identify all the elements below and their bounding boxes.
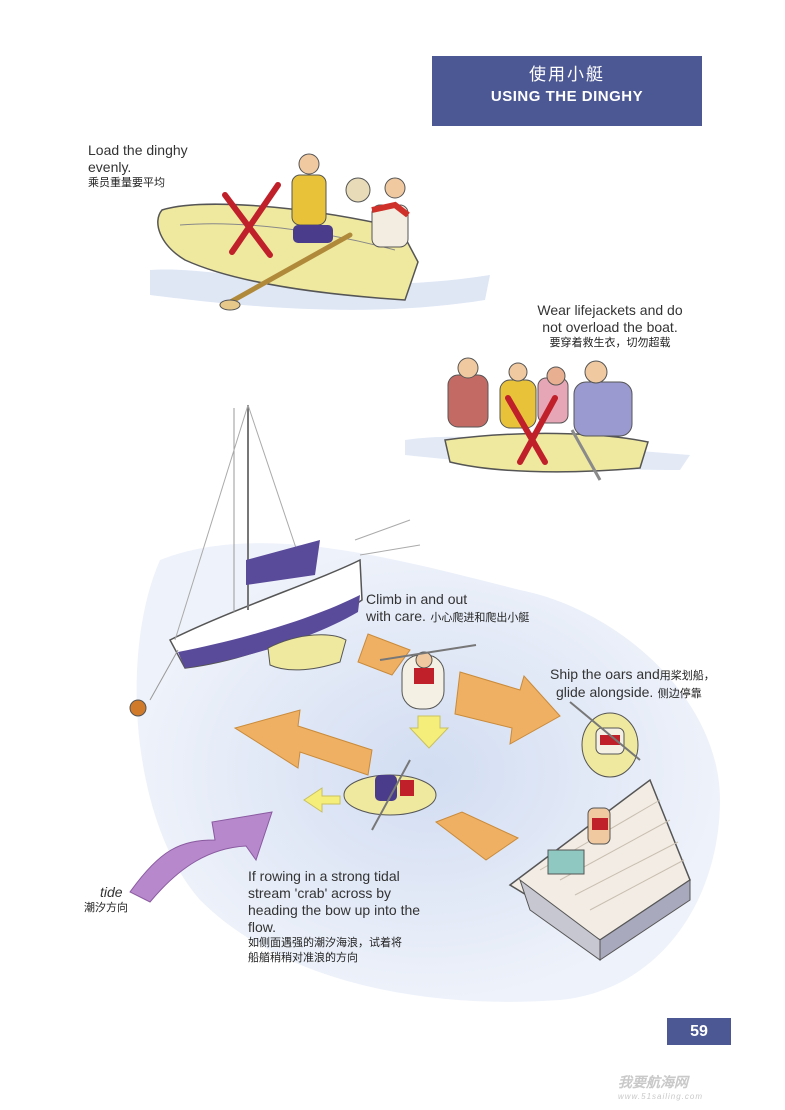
caption-climb: Climb in and out with care. 小心爬进和爬出小艇 xyxy=(366,591,566,626)
mooring-buoy xyxy=(129,699,147,717)
dinghy-hull xyxy=(444,432,649,473)
caption-cn: 乘员重量要平均 xyxy=(88,177,165,189)
red-cross-icon xyxy=(505,395,558,465)
sitter-1 xyxy=(291,174,327,226)
section-header: 使用小艇 USING THE DINGHY xyxy=(432,56,702,126)
caption-cn: 小心爬进和爬出小艇 xyxy=(430,612,530,624)
caption-en-line: Climb in and out xyxy=(366,591,468,607)
header-title-cn: 使用小艇 xyxy=(529,65,605,84)
caption-en-line: heading the bow up into the xyxy=(248,902,421,918)
caption-en-line: glide alongside. xyxy=(556,684,654,700)
page-number: 59 xyxy=(667,1018,731,1045)
caption-cn: 用桨划船， xyxy=(659,670,715,682)
arrow-purple-tide xyxy=(129,811,273,903)
caption-lifejackets: Wear lifejackets and do not overload the… xyxy=(500,302,720,351)
arrow-orange-2 xyxy=(454,671,561,745)
arrow-yellow-left xyxy=(303,787,341,813)
dinghy-hull xyxy=(157,203,419,301)
caption-tide: tide 潮汐方向 xyxy=(84,884,154,916)
caption-cn: 要穿着救生衣，切勿超载 xyxy=(549,337,671,349)
caption-en-line: evenly. xyxy=(88,159,132,175)
caption-cn: 潮汐方向 xyxy=(84,902,128,914)
caption-en-line: Ship the oars and xyxy=(550,666,660,682)
watermark-brand: 我要航海网 xyxy=(618,1074,688,1090)
caption-load-evenly: Load the dinghy evenly. 乘员重量要平均 xyxy=(88,142,228,191)
red-cross-icon xyxy=(222,182,281,258)
arrow-orange-3 xyxy=(233,709,373,776)
caption-en-line: with care. xyxy=(366,608,426,624)
caption-cn: 如侧面遇强的潮汐海浪，试着将 xyxy=(248,937,402,949)
caption-en-line: flow. xyxy=(248,919,277,935)
scene-overloaded xyxy=(405,357,690,481)
header-title-en: USING THE DINGHY xyxy=(490,88,644,105)
caption-en-line: If rowing in a strong tidal xyxy=(248,868,400,884)
caption-en-line: tide xyxy=(100,884,123,900)
scene-load-dinghy xyxy=(150,153,490,311)
arrow-orange-1 xyxy=(357,633,411,676)
caption-cn: 船艏稍稍对准浪的方向 xyxy=(248,952,358,964)
arrow-yellow-down xyxy=(408,715,450,749)
caption-ship-oars: Ship the oars and用桨划船， glide alongside. … xyxy=(550,666,750,702)
caption-cn: 侧边停靠 xyxy=(657,688,702,700)
yacht xyxy=(129,404,421,717)
watermark-url: www.51sailing.com xyxy=(618,1092,704,1101)
caption-en-line: Wear lifejackets and do xyxy=(537,302,683,318)
caption-en-line: stream 'crab' across by xyxy=(248,885,392,901)
caption-en-line: not overload the boat. xyxy=(542,319,678,335)
arrow-orange-4 xyxy=(434,811,520,861)
caption-en-line: Load the dinghy xyxy=(88,142,188,158)
watermark: 我要航海网 www.51sailing.com xyxy=(618,1072,778,1102)
pontoon xyxy=(508,778,691,961)
caption-rowing: If rowing in a strong tidal stream 'crab… xyxy=(248,868,458,966)
